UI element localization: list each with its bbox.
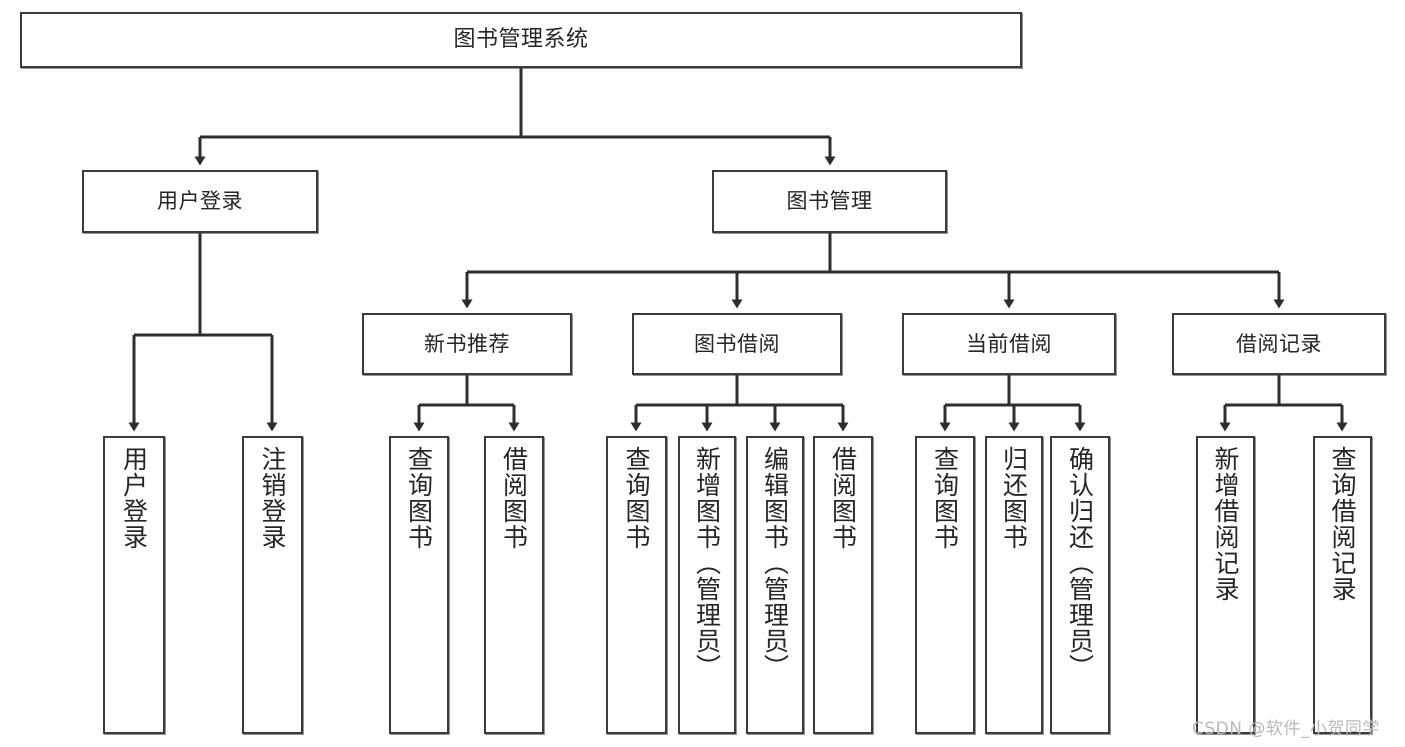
node-leaf-add-book-admin-label: 新增图书（管理员） [692, 446, 722, 680]
watermark: CSDN @软件_小贺同学 [1192, 719, 1380, 739]
node-root-label: 图书管理系统 [453, 27, 589, 53]
node-leaf-return-book-label: 归还图书 [999, 446, 1029, 550]
node-leaf-return-book[interactable]: 归还图书 [985, 436, 1043, 734]
node-leaf-query-book-1-label: 查询图书 [404, 446, 434, 550]
node-book-manage[interactable]: 图书管理 [712, 170, 947, 233]
node-leaf-confirm-return-admin[interactable]: 确认归还（管理员） [1050, 436, 1110, 734]
node-user-login-label: 用户登录 [157, 189, 243, 214]
node-leaf-query-borrow-record[interactable]: 查询借阅记录 [1313, 436, 1372, 734]
node-leaf-edit-book-admin[interactable]: 编辑图书（管理员） [746, 436, 804, 734]
node-leaf-query-book-2-label: 查询图书 [622, 446, 651, 550]
node-leaf-user-login[interactable]: 用户登录 [103, 436, 165, 734]
node-leaf-confirm-return-admin-label: 确认归还（管理员） [1065, 446, 1095, 680]
node-leaf-edit-book-admin-label: 编辑图书（管理员） [760, 446, 790, 680]
node-leaf-add-borrow-record[interactable]: 新增借阅记录 [1196, 436, 1255, 734]
node-book-borrow-label: 图书借阅 [694, 331, 780, 356]
node-leaf-borrow-book-1-label: 借阅图书 [499, 446, 529, 550]
node-new-book-recommend[interactable]: 新书推荐 [362, 313, 572, 375]
node-leaf-user-login-label: 用户登录 [119, 446, 149, 550]
node-leaf-add-borrow-record-label: 新增借阅记录 [1211, 446, 1240, 602]
node-leaf-borrow-book-2[interactable]: 借阅图书 [813, 436, 873, 734]
node-leaf-borrow-book-1[interactable]: 借阅图书 [484, 436, 544, 734]
node-leaf-query-borrow-record-label: 查询借阅记录 [1328, 446, 1357, 602]
node-user-login[interactable]: 用户登录 [82, 170, 318, 233]
node-leaf-logout-login[interactable]: 注销登录 [242, 436, 303, 734]
node-leaf-query-book-2[interactable]: 查询图书 [606, 436, 667, 734]
node-leaf-query-book-3-label: 查询图书 [930, 446, 960, 550]
node-borrow-record[interactable]: 借阅记录 [1172, 313, 1386, 375]
node-book-manage-label: 图书管理 [786, 189, 873, 214]
node-root[interactable]: 图书管理系统 [20, 12, 1022, 68]
node-borrow-record-label: 借阅记录 [1236, 331, 1322, 356]
node-current-borrow-label: 当前借阅 [966, 331, 1052, 356]
node-current-borrow[interactable]: 当前借阅 [902, 313, 1116, 375]
node-leaf-add-book-admin[interactable]: 新增图书（管理员） [678, 436, 736, 734]
node-leaf-query-book-1[interactable]: 查询图书 [389, 436, 449, 734]
node-leaf-logout-login-label: 注销登录 [258, 446, 287, 550]
node-leaf-borrow-book-2-label: 借阅图书 [828, 446, 858, 550]
node-book-borrow[interactable]: 图书借阅 [632, 313, 842, 375]
node-new-book-recommend-label: 新书推荐 [424, 331, 510, 356]
node-leaf-query-book-3[interactable]: 查询图书 [915, 436, 975, 734]
